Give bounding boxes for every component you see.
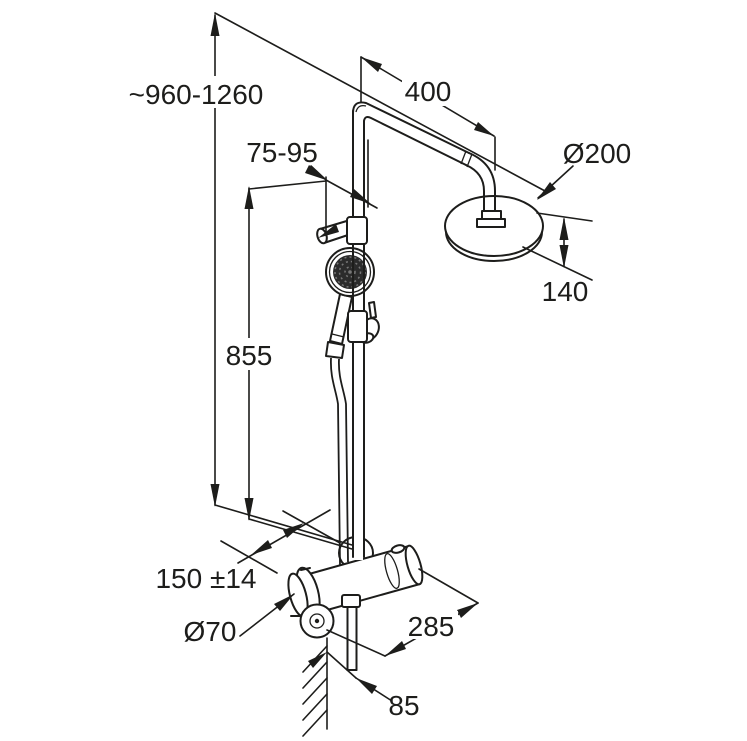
dim-wall-offset [308,651,393,702]
label-wall-offset: 85 [388,690,419,721]
label-handle-diameter: Ø70 [184,616,237,647]
hose-connector [325,341,345,359]
dim-supply-spacing [220,509,341,574]
outlet-pin [368,301,377,319]
shower-arm [352,101,470,154]
shower-hose [330,357,349,566]
arm-elbow [468,152,496,212]
wall-hatching [302,637,328,737]
head-nut [481,210,502,220]
dim-bracket-offset [305,139,378,238]
bracket-collar [346,216,368,245]
label-mixer-width: 285 [408,611,455,642]
mixer-end-cap [404,544,424,586]
label-head-height: 140 [542,276,589,307]
label-overall-height: ~960-1260 [129,79,264,110]
supply-stub [341,594,361,671]
mixer-top-port [390,544,406,554]
thermostatic-mixer [287,536,424,639]
dim-head-diameter [537,165,574,200]
hand-shower [325,247,375,359]
label-rail-height: 855 [226,340,273,371]
label-head-diameter: Ø200 [563,138,632,169]
dim-head-height [522,212,593,281]
dim-handle-diameter [239,593,295,637]
label-bracket-offset: 75-95 [246,137,318,168]
outlet-collar [347,310,368,343]
label-arm-length: 400 [405,76,452,107]
label-supply-spacing: 150 ±14 [155,563,256,594]
